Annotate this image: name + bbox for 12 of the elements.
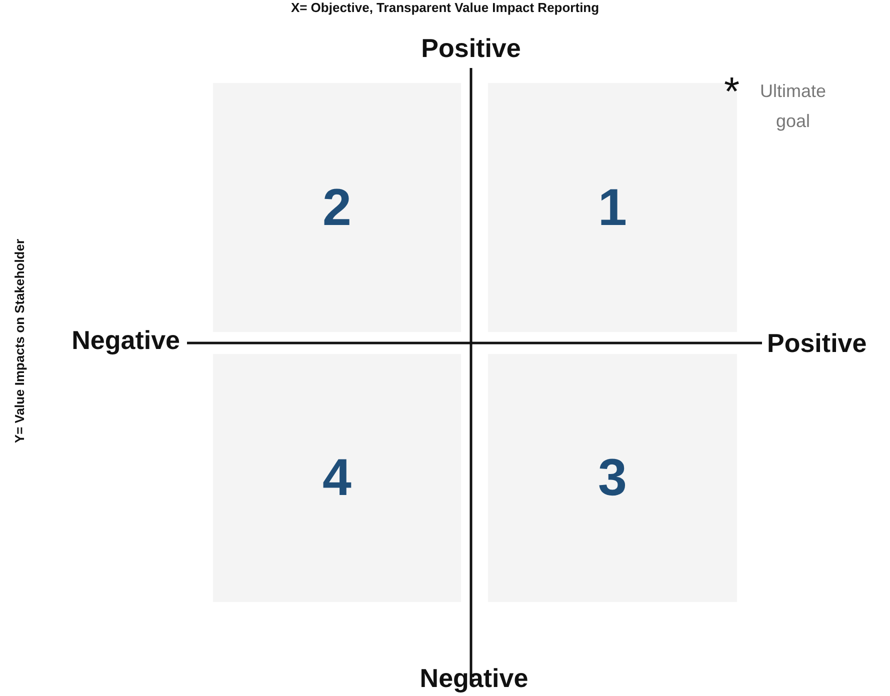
- quadrant-number: 3: [598, 448, 627, 508]
- quadrant-number: 1: [598, 178, 627, 238]
- axis-end-label: Positive: [421, 33, 521, 63]
- axis-end-label: Negative: [420, 663, 528, 693]
- axis-title: Y= Value Impacts on Stakeholder: [12, 238, 28, 446]
- quadrant-number: 4: [322, 448, 352, 508]
- axis-end-label: Positive: [767, 328, 867, 358]
- note-label: Ultimate goal: [758, 80, 827, 133]
- axis-end-label: Negative: [72, 325, 180, 355]
- quadrant-number: 2: [322, 178, 352, 238]
- axis-title: X= Objective, Transparent Value Impact Reporting: [290, 0, 600, 16]
- asterisk-mark: *: [724, 70, 740, 114]
